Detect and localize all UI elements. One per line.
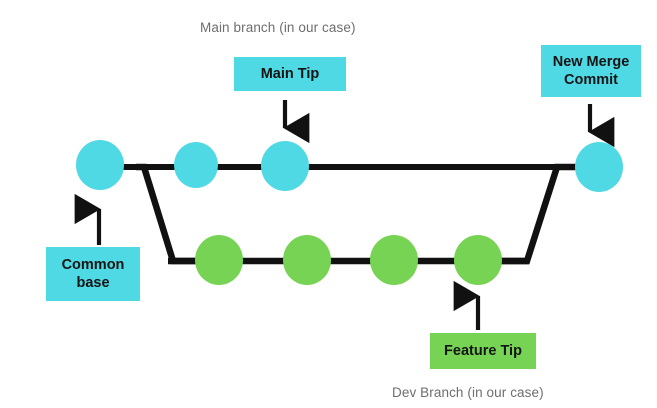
label-line-2: Commit (564, 72, 618, 88)
dev-branch-nodes (195, 235, 502, 285)
commit-node-main-2[interactable] (174, 142, 218, 188)
pointer-arrows (74, 100, 615, 330)
commit-node-main-tip[interactable] (261, 141, 309, 191)
label-box-feature-tip-text: Feature Tip (444, 342, 522, 359)
label-box-main-tip-text: Main Tip (260, 65, 320, 82)
branch-edges (100, 163, 599, 265)
commit-node-dev-2[interactable] (283, 235, 331, 285)
edge-merge-in-line (500, 163, 575, 265)
main-branch-nodes (76, 140, 623, 192)
caption-dev-branch: Dev Branch (in our case) (392, 385, 544, 400)
label-box-common-base-text: Common base (62, 256, 125, 292)
label-line-1: New Merge (552, 53, 630, 70)
commit-node-merge-commit[interactable] (575, 142, 623, 192)
label-box-new-merge-commit[interactable]: New Merge Commit (541, 45, 641, 97)
commit-node-dev-1[interactable] (195, 235, 243, 285)
commit-node-dev-3[interactable] (370, 235, 418, 285)
label-box-main-tip[interactable]: Main Tip (234, 57, 346, 91)
label-box-new-merge-commit-text: New Merge Commit (553, 53, 630, 89)
label-box-common-base[interactable]: Common base (46, 247, 140, 301)
label-line-2: base (76, 275, 110, 291)
label-box-feature-tip[interactable]: Feature Tip (430, 333, 536, 369)
commit-node-feature-tip[interactable] (454, 235, 502, 285)
commit-node-common-base[interactable] (76, 140, 124, 190)
label-line-1: Common (61, 256, 125, 273)
caption-main-branch: Main branch (in our case) (200, 20, 356, 35)
